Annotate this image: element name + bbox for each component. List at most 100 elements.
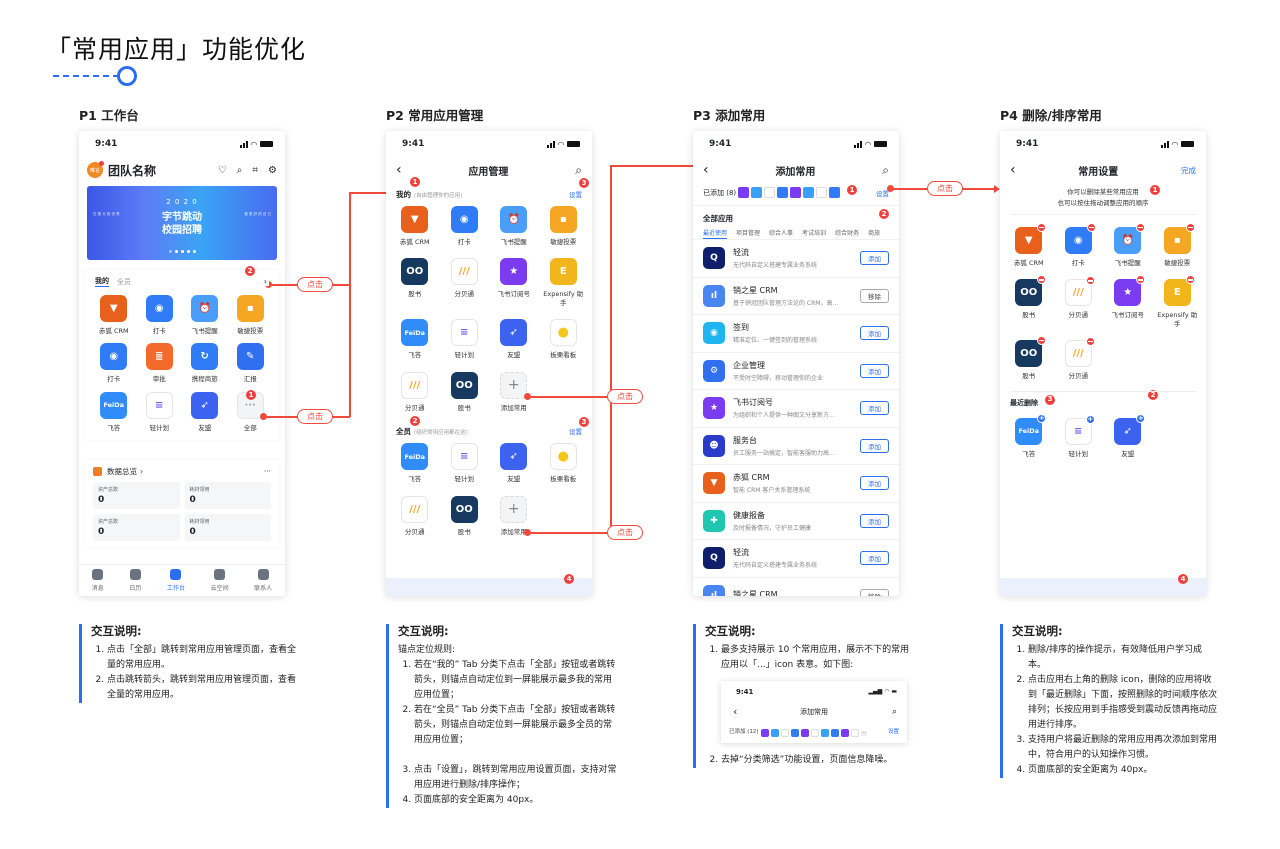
- app-item[interactable]: ◉打卡: [137, 295, 183, 335]
- app-item[interactable]: ↻携程商旅: [182, 343, 228, 383]
- settings-link[interactable]: 设置: [876, 189, 889, 198]
- delete-icon[interactable]: [1136, 275, 1146, 285]
- more-icon[interactable]: ···: [263, 467, 271, 477]
- tab-message[interactable]: 消息: [92, 569, 104, 592]
- jump-arrow-icon[interactable]: ›: [261, 277, 269, 286]
- app-item[interactable]: ▪敏捷投票: [539, 206, 589, 246]
- app-item[interactable]: ◉打卡: [440, 206, 490, 246]
- app-item[interactable]: ///分贝通: [440, 258, 490, 307]
- app-list-row[interactable]: ✚健康报备及时报备情况，守护员工健康添加: [693, 503, 899, 540]
- added-app-mini-icon[interactable]: [790, 187, 802, 198]
- app-item[interactable]: ⏰飞书提醒: [489, 206, 539, 246]
- delete-icon[interactable]: [1085, 337, 1095, 347]
- app-item[interactable]: ///分贝通: [1054, 276, 1104, 328]
- category-tab[interactable]: 最近使用: [703, 230, 728, 239]
- back-icon[interactable]: ‹: [396, 162, 402, 178]
- added-app-mini-icon[interactable]: [751, 187, 763, 198]
- app-item[interactable]: ///分贝通: [390, 495, 440, 536]
- category-tab[interactable]: 综合财务: [835, 230, 860, 237]
- delete-icon[interactable]: [1037, 223, 1047, 232]
- all-settings-link[interactable]: 设置: [569, 428, 582, 437]
- app-item[interactable]: ▪敏捷投票: [1153, 223, 1203, 267]
- app-item[interactable]: ➶+友盟: [1103, 413, 1153, 458]
- delete-icon[interactable]: [1185, 223, 1195, 232]
- delete-icon[interactable]: [1085, 276, 1095, 286]
- app-item[interactable]: ≡轻计划: [440, 319, 490, 359]
- category-tab[interactable]: 综合人事: [769, 230, 794, 237]
- added-app-mini-icon[interactable]: [829, 187, 841, 198]
- app-item[interactable]: ➶友盟: [182, 391, 228, 432]
- app-item[interactable]: ●板栗看板: [539, 319, 589, 359]
- added-app-mini-icon[interactable]: [803, 187, 815, 198]
- app-list-row[interactable]: ◉签到精准定位、一键签到的管理系统添加: [693, 315, 899, 353]
- banner-carousel[interactable]: 2 0 2 0 字节跳动 校园招聘 在 更 大 的 世 界 做 更 好 的 自 …: [87, 186, 277, 260]
- app-item[interactable]: ▼赤狐 CRM: [390, 206, 440, 246]
- back-icon[interactable]: ‹: [1010, 162, 1016, 178]
- bulb-icon[interactable]: ♡: [217, 164, 227, 176]
- search-icon[interactable]: ⌕: [882, 162, 889, 177]
- app-item[interactable]: ➶友盟: [489, 319, 539, 359]
- chevron-right-icon[interactable]: ›: [140, 467, 143, 477]
- app-item[interactable]: ⏰飞书提醒: [182, 295, 228, 335]
- add-button[interactable]: 添加: [860, 363, 889, 378]
- app-item[interactable]: ◉打卡: [91, 343, 137, 383]
- done-button[interactable]: 完成: [1180, 165, 1196, 175]
- add-icon[interactable]: +: [1037, 413, 1047, 423]
- category-tab[interactable]: 商旅: [868, 230, 881, 237]
- app-item[interactable]: FeiDa+飞答: [1004, 413, 1054, 458]
- add-button[interactable]: 添加: [860, 551, 889, 566]
- add-common-button[interactable]: +添加常用: [489, 495, 539, 536]
- add-button[interactable]: 添加: [860, 326, 889, 341]
- remove-button[interactable]: 移除: [860, 288, 889, 303]
- add-button[interactable]: 添加: [860, 251, 889, 266]
- app-list-row[interactable]: ⚙企业管理不受时空障碍，移动管理你的企业添加: [693, 353, 899, 390]
- add-common-button[interactable]: +添加常用: [489, 371, 539, 412]
- search-icon[interactable]: ⌕: [236, 164, 243, 176]
- category-tab[interactable]: 项目管理: [736, 230, 761, 237]
- app-item[interactable]: ▪敏捷投票: [228, 295, 274, 335]
- add-button[interactable]: 添加: [860, 438, 889, 453]
- add-button[interactable]: 添加: [860, 401, 889, 416]
- tab-cloud-drive[interactable]: 云空间: [211, 569, 229, 592]
- add-icon[interactable]: +: [1136, 413, 1146, 423]
- added-app-mini-icon[interactable]: [738, 187, 750, 198]
- delete-icon[interactable]: [1185, 275, 1195, 285]
- gear-icon[interactable]: ⚙: [268, 164, 277, 176]
- add-button[interactable]: 添加: [860, 513, 889, 528]
- app-item[interactable]: ▼赤狐 CRM: [1004, 223, 1054, 267]
- app-item[interactable]: ⏰飞书提醒: [1103, 223, 1153, 267]
- add-button[interactable]: 添加: [860, 476, 889, 491]
- app-item[interactable]: ≡轻计划: [137, 391, 183, 432]
- mine-settings-link[interactable]: 设置: [569, 191, 582, 199]
- app-item[interactable]: ≣审批: [137, 343, 183, 383]
- delete-icon[interactable]: [1136, 223, 1146, 232]
- app-item[interactable]: ···全部: [228, 391, 274, 432]
- data-overview-title[interactable]: 数据总览: [107, 467, 137, 477]
- app-item[interactable]: ///分贝通: [390, 371, 440, 412]
- tab-contacts[interactable]: 联系人: [254, 569, 272, 592]
- search-icon[interactable]: ⌕: [575, 162, 582, 177]
- carousel-dots[interactable]: [87, 250, 277, 253]
- tab-all[interactable]: 全员: [117, 277, 131, 286]
- tab-mine[interactable]: 我的: [95, 277, 109, 287]
- app-item[interactable]: ≡轻计划: [440, 443, 490, 483]
- tab-workspace[interactable]: 工作台: [167, 569, 185, 592]
- app-item[interactable]: ✎汇报: [228, 343, 274, 383]
- app-item[interactable]: ◉打卡: [1054, 223, 1104, 267]
